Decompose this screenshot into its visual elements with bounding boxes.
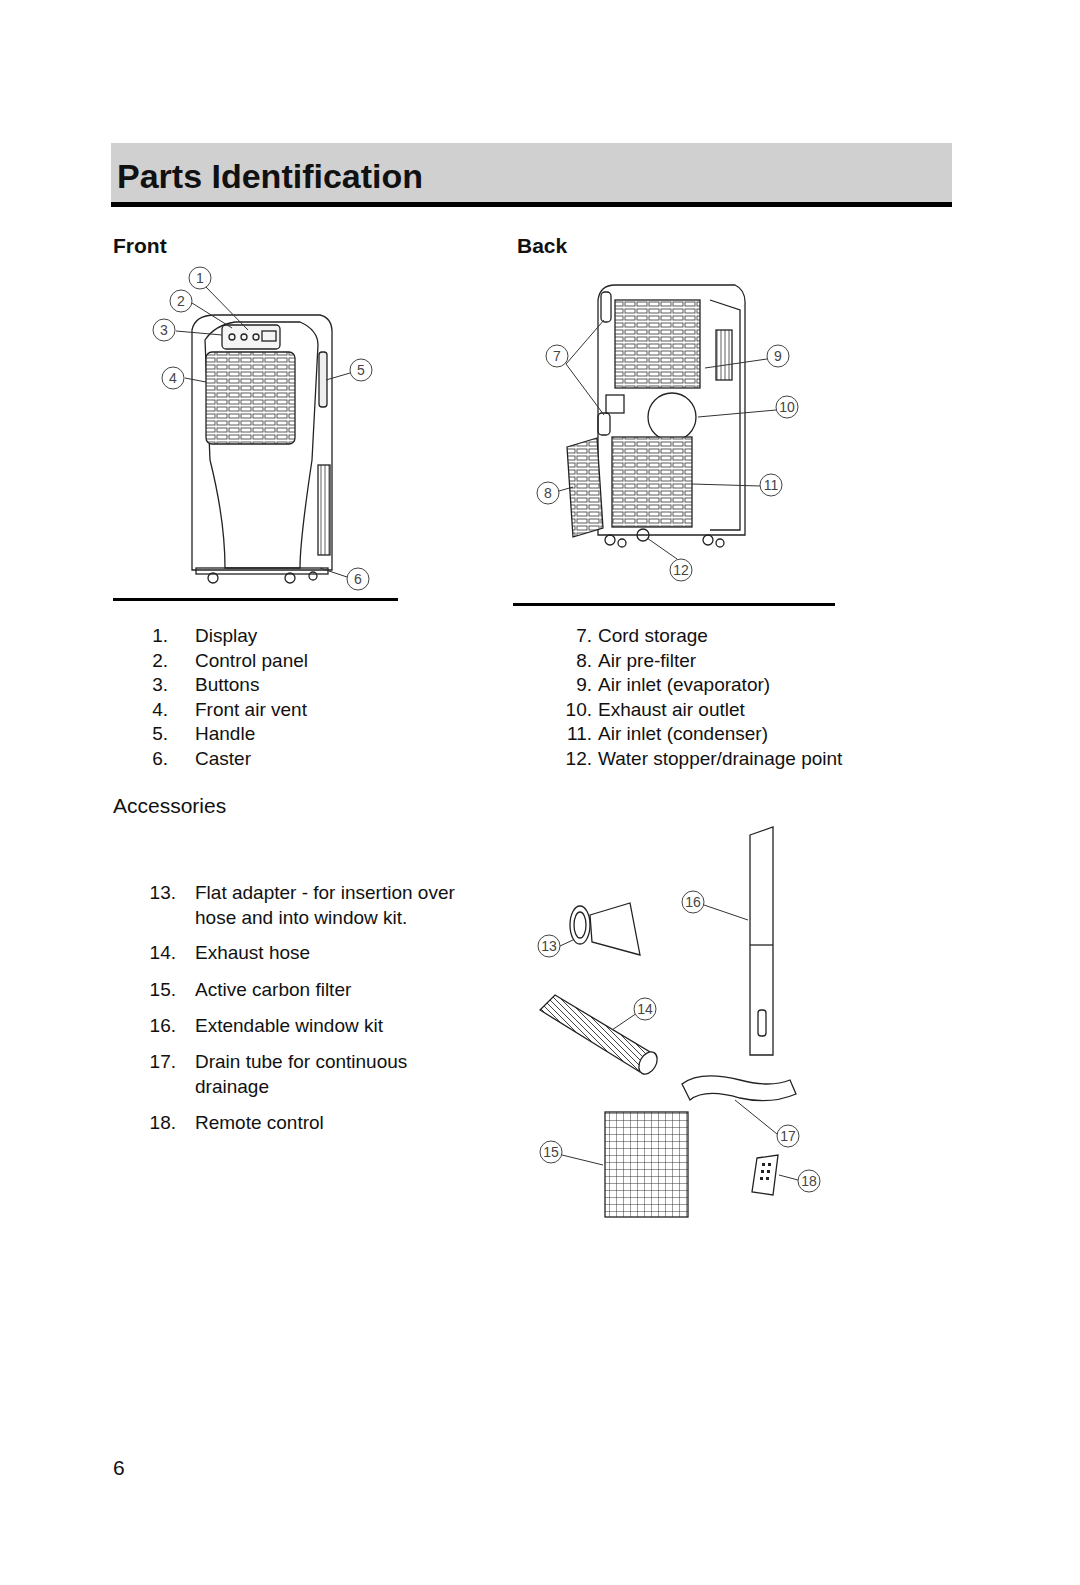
part-name: Water stopper/drainage point xyxy=(598,747,842,772)
callout-circle xyxy=(538,935,560,957)
part-name: Front air vent xyxy=(195,698,307,723)
callout-number: 8 xyxy=(537,484,559,502)
callout-number: 9 xyxy=(767,347,789,365)
callout-number: 6 xyxy=(347,570,369,588)
title-band xyxy=(111,143,952,203)
accessory-name: Flat adapter - for insertion over hose a… xyxy=(195,881,495,930)
callout-number: 11 xyxy=(760,476,782,494)
callout-circle xyxy=(777,1125,799,1147)
accessory-name: Active carbon filter xyxy=(195,978,351,1003)
accessory-name: Remote control xyxy=(195,1111,324,1136)
callout-number: 2 xyxy=(170,292,192,310)
callout-circle xyxy=(162,367,184,389)
list-number: 18. xyxy=(150,1111,176,1136)
callout-number: 4 xyxy=(162,369,184,387)
part-name: Exhaust air outlet xyxy=(598,698,745,723)
callout-number: 1 xyxy=(189,269,211,287)
callout-number: 12 xyxy=(670,561,692,579)
section-heading: Accessories xyxy=(113,794,226,819)
title-rule xyxy=(111,202,952,207)
callout-circle xyxy=(776,396,798,418)
part-name: Caster xyxy=(195,747,251,772)
callout-circle xyxy=(189,267,211,289)
list-number: 5. xyxy=(152,722,168,747)
callout-circle xyxy=(634,998,656,1020)
part-name: Control panel xyxy=(195,649,308,674)
list-number: 11. xyxy=(567,722,592,747)
list-number: 14. xyxy=(150,941,176,966)
accessory-name: Extendable window kit xyxy=(195,1014,383,1039)
list-number: 7. xyxy=(576,624,592,649)
front-unit xyxy=(192,315,332,583)
callout-circle xyxy=(170,290,192,312)
back-unit xyxy=(567,285,745,547)
callout-circle xyxy=(670,559,692,581)
callout-number: 5 xyxy=(350,361,372,379)
section-heading: Front xyxy=(113,234,167,259)
callout-circles xyxy=(153,267,820,1192)
callout-circle xyxy=(546,345,568,367)
callout-circle xyxy=(540,1141,562,1163)
callout-circle xyxy=(682,891,704,913)
callout-circle xyxy=(537,482,559,504)
list-number: 17. xyxy=(150,1050,176,1075)
part-name: Handle xyxy=(195,722,255,747)
callout-circle xyxy=(798,1170,820,1192)
callout-number: 15 xyxy=(540,1143,562,1161)
part-name: Cord storage xyxy=(598,624,708,649)
part-name: Air inlet (condenser) xyxy=(598,722,768,747)
callout-number: 17 xyxy=(777,1127,799,1145)
callout-circle xyxy=(350,359,372,381)
list-number: 4. xyxy=(152,698,168,723)
list-number: 16. xyxy=(150,1014,176,1039)
callout-number: 16 xyxy=(682,893,704,911)
callout-circle xyxy=(767,345,789,367)
part-name: Air pre-filter xyxy=(598,649,696,674)
callout-number: 14 xyxy=(634,1000,656,1018)
list-number: 2. xyxy=(152,649,168,674)
part-name: Display xyxy=(195,624,257,649)
part-name: Buttons xyxy=(195,673,259,698)
list-number: 10. xyxy=(566,698,592,723)
callout-number: 13 xyxy=(538,937,560,955)
list-number: 9. xyxy=(576,673,592,698)
callout-number: 3 xyxy=(153,321,175,339)
callout-number: 18 xyxy=(798,1172,820,1190)
callout-circle xyxy=(153,319,175,341)
accessories xyxy=(540,827,796,1217)
section-rule xyxy=(113,598,398,601)
leader-lines xyxy=(176,287,798,1180)
section-rule xyxy=(513,603,835,606)
list-number: 6. xyxy=(152,747,168,772)
section-heading: Back xyxy=(517,234,567,259)
accessory-name: Exhaust hose xyxy=(195,941,310,966)
page-title: Parts Identification xyxy=(117,156,423,196)
callout-circle xyxy=(347,568,369,590)
list-number: 12. xyxy=(566,747,592,772)
part-name: Air inlet (evaporator) xyxy=(598,673,770,698)
accessory-name: Drain tube for continuous drainage xyxy=(195,1050,445,1099)
list-number: 1. xyxy=(152,624,168,649)
list-number: 15. xyxy=(150,978,176,1003)
callout-number: 7 xyxy=(546,347,568,365)
list-number: 8. xyxy=(576,649,592,674)
page-number: 6 xyxy=(113,1456,125,1481)
list-number: 3. xyxy=(152,673,168,698)
callout-circle xyxy=(760,474,782,496)
list-number: 13. xyxy=(150,881,176,906)
callout-number: 10 xyxy=(776,398,798,416)
